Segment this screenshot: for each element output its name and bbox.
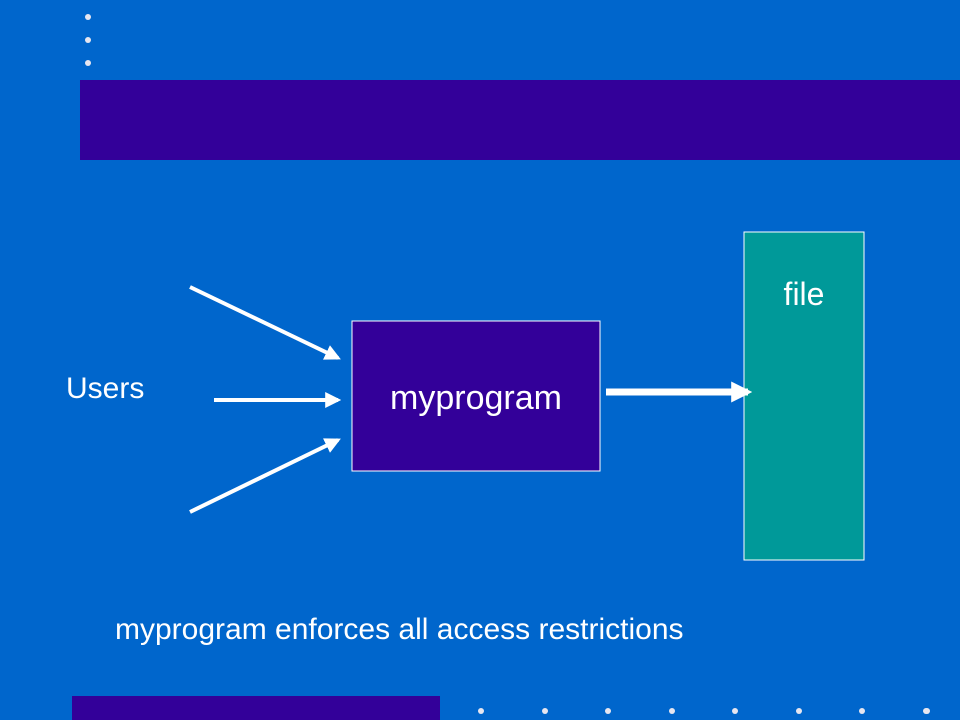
footer-bar — [72, 696, 440, 720]
decorative-dot — [605, 708, 611, 714]
decorative-dot — [478, 708, 484, 714]
decorative-dot — [924, 708, 930, 714]
caption-text: myprogram enforces all access restrictio… — [115, 613, 684, 646]
user-arrow-bottom — [189, 438, 341, 514]
file-label: file — [783, 276, 825, 312]
decorative-dot — [85, 60, 91, 66]
decorative-dot — [541, 708, 548, 714]
user-arrow-top — [189, 285, 341, 360]
decorative-dot — [859, 708, 865, 714]
myprogram-box — [351, 320, 601, 472]
decorative-dot — [668, 708, 675, 714]
decorative-dot — [85, 14, 91, 20]
myprogram-label: myprogram — [390, 379, 562, 417]
decorative-dot — [85, 37, 91, 43]
title-bar — [80, 80, 960, 160]
users-label: Users — [66, 372, 145, 405]
decorative-dot — [795, 708, 802, 714]
decorative-dot — [732, 708, 738, 714]
